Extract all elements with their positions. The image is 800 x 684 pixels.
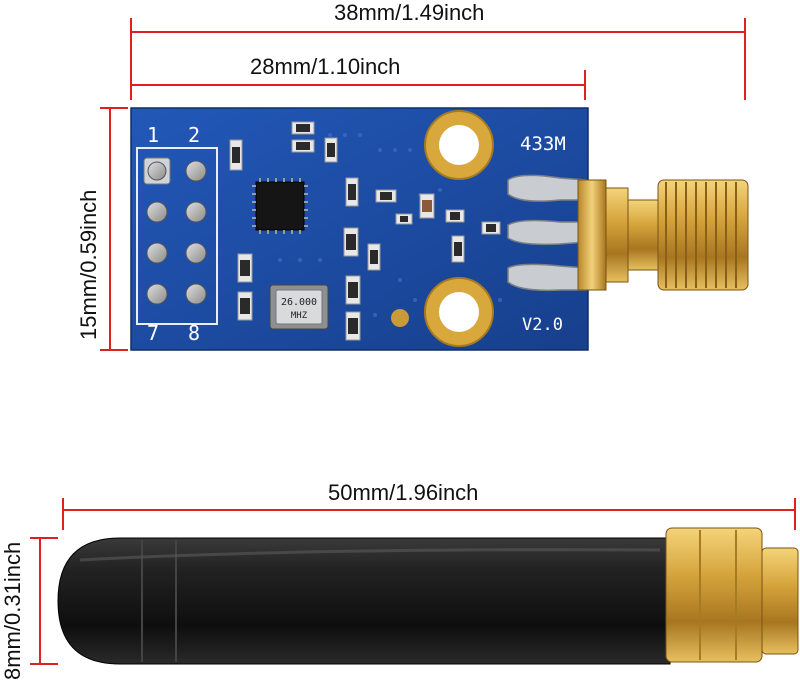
pin-label-8: 8 (188, 321, 200, 345)
header-outline (136, 147, 218, 325)
antenna-length-label: 50mm/1.96inch (328, 480, 479, 505)
sma-connector (577, 179, 749, 291)
version-label: V2.0 (522, 315, 563, 335)
rf-module: 1 2 7 8 (130, 107, 589, 351)
antenna-sma-plug (665, 527, 799, 663)
dimension-lines-module (100, 18, 746, 351)
mounting-holes (391, 110, 494, 347)
antenna-diameter-label: 8mm/0.31inch (0, 541, 25, 680)
smd-components (229, 121, 501, 341)
sma-base (577, 179, 607, 291)
crystal-unit: MHZ (291, 311, 308, 321)
crystal-oscillator: 26.000 MHZ (269, 284, 329, 330)
pin-label-1: 1 (147, 123, 159, 147)
rf-chip (252, 178, 308, 234)
module-height-label: 15mm/0.59inch (76, 189, 101, 340)
crystal-frequency: 26.000 (281, 297, 317, 308)
module-total-width-label: 38mm/1.49inch (334, 0, 485, 25)
pin-label-2: 2 (188, 123, 200, 147)
pin-label-7: 7 (147, 321, 159, 345)
solder-joints (507, 174, 587, 292)
pin-labels: 1 2 7 8 (147, 123, 200, 345)
dimension-lines-antenna (30, 498, 796, 665)
pcb-vias (278, 133, 502, 317)
antenna-body (57, 537, 671, 665)
frequency-label: 433M (520, 133, 566, 155)
sma-thread (657, 179, 749, 291)
antenna (57, 527, 799, 665)
module-pcb-width-label: 28mm/1.10inch (250, 54, 401, 79)
header-pins (143, 157, 207, 305)
